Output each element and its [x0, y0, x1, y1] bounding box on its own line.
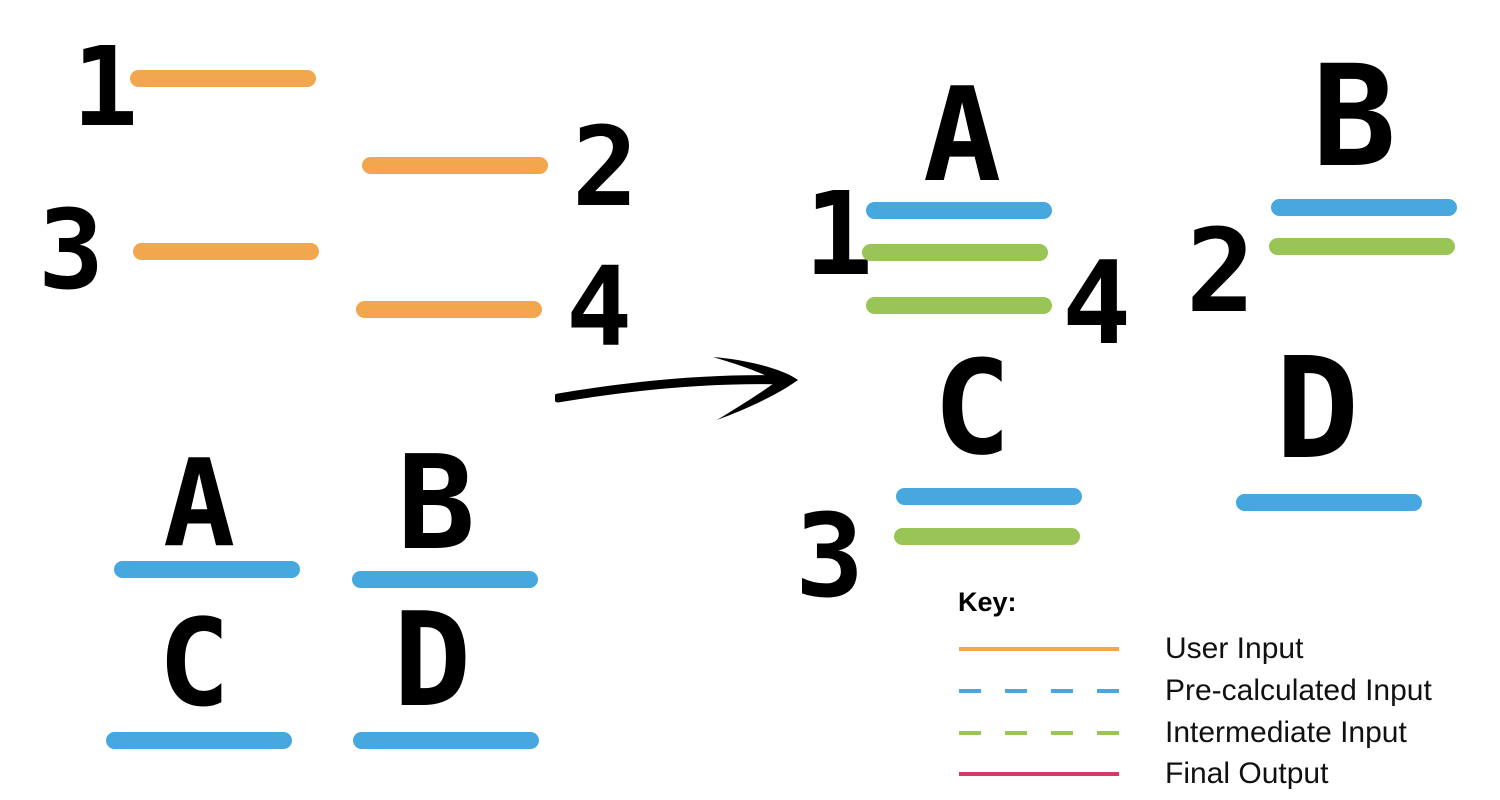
- user-input-line-3: [133, 243, 319, 260]
- label-c-precalc: C: [158, 595, 231, 734]
- label-b-precalc: B: [397, 427, 476, 579]
- label-d-combined: D: [1275, 328, 1360, 491]
- precalc-line-b-combined: [1271, 199, 1457, 216]
- user-input-line-4: [356, 301, 542, 318]
- precalc-line-c: [106, 732, 292, 749]
- label-c-combined: C: [933, 332, 1012, 484]
- label-d-precalc: D: [393, 584, 472, 736]
- legend-item-pre-calculated: Pre-calculated Input: [955, 672, 1495, 712]
- legend-swatch-dashed: [959, 689, 1119, 693]
- label-2-combined: 2: [1186, 205, 1256, 339]
- legend: Key: User Input Pre-calculated Input Int…: [955, 585, 1495, 795]
- precalc-line-a-combined: [866, 202, 1052, 219]
- label-3-input: 3: [38, 186, 105, 314]
- precalc-line-b: [352, 571, 538, 588]
- legend-swatch-dashed: [959, 731, 1119, 735]
- legend-title: Key:: [958, 587, 1017, 617]
- legend-swatch-solid: [959, 647, 1119, 651]
- legend-label: User Input: [1165, 632, 1304, 665]
- label-a-precalc: A: [163, 435, 236, 574]
- precalc-line-d: [353, 732, 539, 749]
- label-2-input: 2: [572, 103, 639, 231]
- legend-item-final-output: Final Output: [955, 755, 1495, 795]
- user-input-line-1: [130, 70, 316, 87]
- precalc-line-c-combined: [896, 488, 1082, 505]
- legend-label: Final Output: [1165, 757, 1329, 790]
- legend-item-intermediate: Intermediate Input: [955, 714, 1495, 754]
- legend-item-user-input: User Input: [955, 630, 1495, 670]
- legend-swatch-solid: [959, 772, 1119, 776]
- legend-label: Intermediate Input: [1165, 716, 1407, 749]
- user-input-line-2: [362, 157, 548, 174]
- label-a-combined: A: [923, 59, 1002, 211]
- label-4-combined: 4: [1062, 237, 1132, 371]
- transform-arrow-icon: [555, 357, 798, 420]
- label-3-combined: 3: [795, 490, 865, 624]
- intermediate-line-1-combined: [862, 244, 1048, 261]
- label-1-input: 1: [72, 23, 139, 151]
- intermediate-line-3-combined: [894, 528, 1080, 545]
- intermediate-line-2-combined: [1269, 238, 1455, 255]
- label-1-combined: 1: [804, 168, 874, 302]
- precalc-line-a: [114, 561, 300, 578]
- label-4-input: 4: [566, 243, 633, 371]
- label-b-combined: B: [1312, 36, 1397, 199]
- intermediate-line-4-combined: [866, 297, 1052, 314]
- legend-label: Pre-calculated Input: [1165, 674, 1432, 707]
- precalc-line-d-combined: [1236, 494, 1422, 511]
